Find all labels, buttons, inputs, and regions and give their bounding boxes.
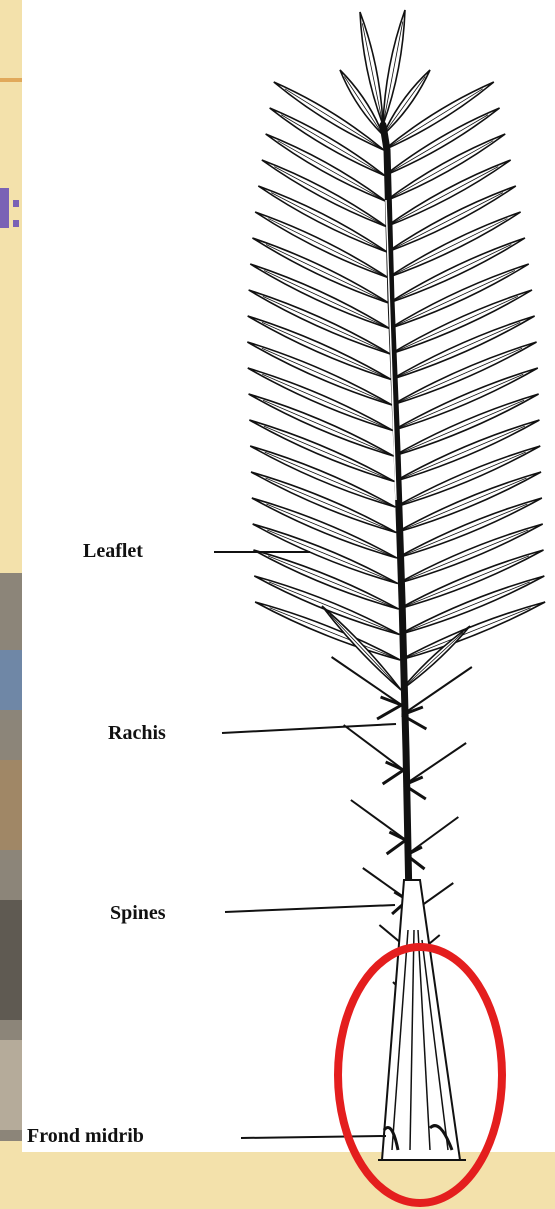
label-frond-midrib: Frond midrib [27,1125,144,1148]
label-spines: Spines [110,902,166,925]
background-photo [0,573,22,1141]
label-leaflet: Leaflet [83,540,143,563]
label-rachis: Rachis [108,722,166,745]
